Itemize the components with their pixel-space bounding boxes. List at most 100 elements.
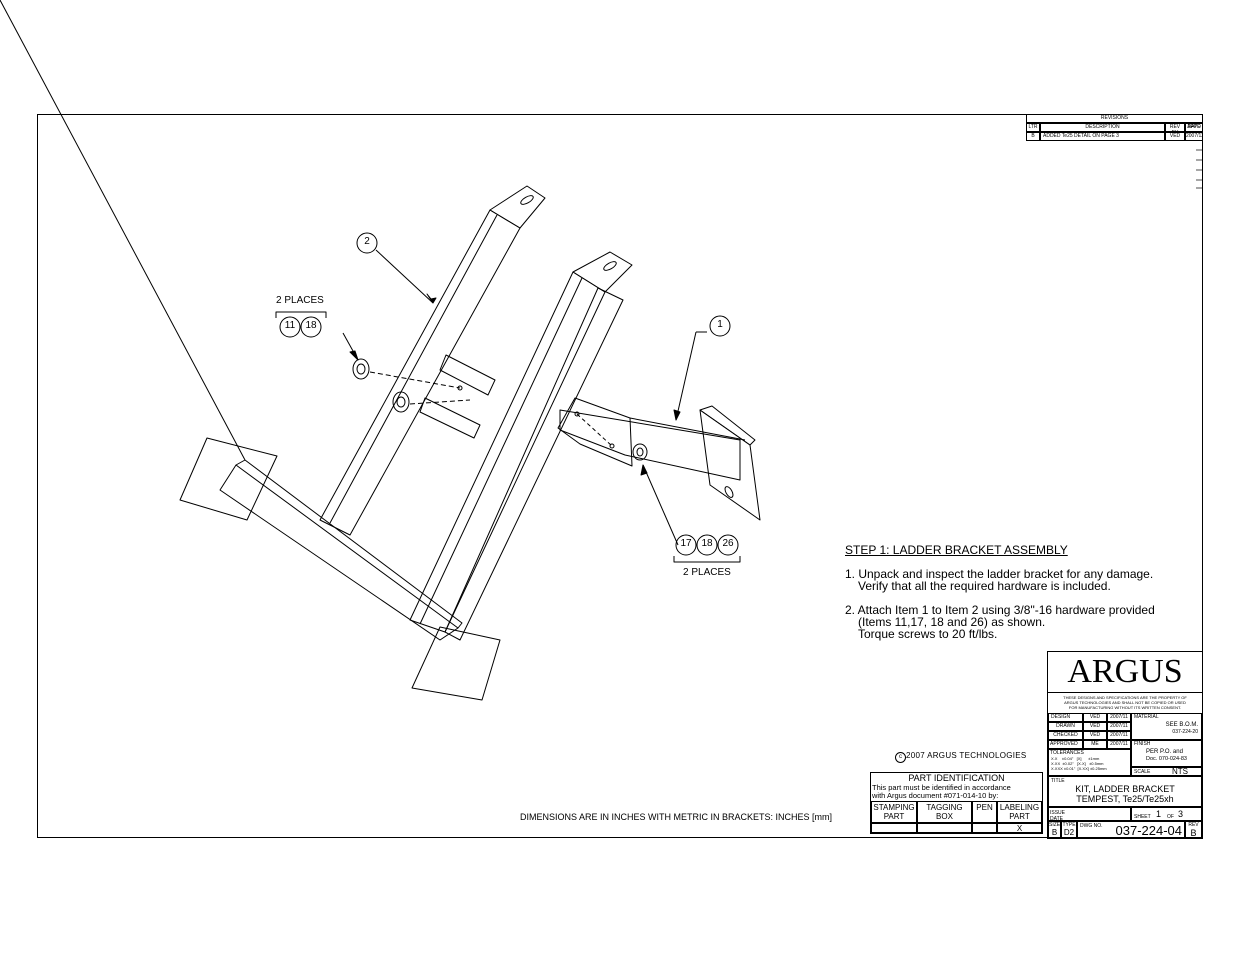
sheet-of-label: OF xyxy=(1167,814,1174,820)
rev-cell: REV B xyxy=(1185,821,1202,838)
notice-line1: THESE DESIGNS AND SPECIFICATIONS ARE THE… xyxy=(1063,695,1187,700)
base-tube xyxy=(219,464,459,641)
sheet-cell: SHEET 1 OF 3 xyxy=(1131,807,1202,821)
balloon-label-item1: 1 xyxy=(717,319,723,330)
type-cell: TYPE D2 xyxy=(1061,821,1077,838)
revisions-block: REVISIONS LTR DESCRIPTION REV BY DATE B … xyxy=(1026,114,1203,142)
drawn-by: VED xyxy=(1083,722,1107,731)
balloon-item2 xyxy=(356,232,378,254)
left-upright-tab xyxy=(489,185,546,229)
part-id-line1: This part must be identified in accordan… xyxy=(872,783,1011,792)
dwg-cell: DWG NO. 037-224-04 xyxy=(1077,821,1185,838)
material-value1: SEE B.O.M. xyxy=(1165,722,1198,728)
revisions-title: REVISIONS xyxy=(1026,114,1203,123)
tolerance-line1: X.X ±0.04" [X] ±1mm xyxy=(1051,756,1100,761)
checked-label: CHECKED xyxy=(1048,731,1083,740)
size-value: B xyxy=(1051,828,1058,837)
places-label-top: 2 PLACES xyxy=(276,295,324,306)
part-id-stamping: STAMPING PART xyxy=(871,801,917,823)
finish-label: FINISH xyxy=(1134,741,1151,747)
type-value: D2 xyxy=(1063,828,1075,837)
rev-header-description: DESCRIPTION xyxy=(1040,123,1165,132)
part-id-pen-mark xyxy=(972,823,997,833)
finish-cell: FINISH PER P.O. and Doc. 070-024-83 xyxy=(1131,740,1202,767)
dimensions-note: DIMENSIONS ARE IN INCHES WITH METRIC IN … xyxy=(520,812,833,822)
scale-label: SCALE xyxy=(1134,769,1151,775)
sheet-number: 1 xyxy=(1156,809,1162,819)
type-label: TYPE xyxy=(1062,822,1076,828)
places-label-bottom: 2 PLACES xyxy=(683,567,731,578)
instruction-step2-line1: 2. Attach Item 1 to Item 2 using 3/8"-16… xyxy=(845,603,1155,617)
left-foot-plate xyxy=(179,437,278,521)
approved-label: APPROVED xyxy=(1048,740,1083,749)
tolerances-label: TOLERANCES xyxy=(1050,750,1084,756)
sheet-label: SHEET xyxy=(1134,814,1151,820)
title-line2: TEMPEST, Te25/Te25xh xyxy=(1076,794,1174,804)
bolt-lower xyxy=(632,443,648,461)
balloon-label-item2: 2 xyxy=(364,236,370,247)
checked-date: 2007/11 xyxy=(1107,731,1131,740)
copyright-icon: c xyxy=(895,752,906,763)
right-upright-tab xyxy=(572,251,633,293)
checked-by: VED xyxy=(1083,731,1107,740)
dwg-label: DWG NO. xyxy=(1080,823,1103,829)
instruction-step1-line2: Verify that all the required hardware is… xyxy=(858,579,1111,593)
size-cell: SIZE B xyxy=(1048,821,1061,838)
rev-header-revby: REV BY xyxy=(1165,123,1185,132)
instruction-step1-line1: 1. Unpack and inspect the ladder bracket… xyxy=(845,567,1154,581)
design-label: DESIGN xyxy=(1048,713,1083,722)
part-id-stamping-mark xyxy=(871,823,917,833)
scale-value: NTS xyxy=(1172,767,1188,776)
tolerance-line3: X.XXX ±0.01" [X.XX] ±0.25mm xyxy=(1051,766,1107,771)
part-id-line2: with Argus document #071-014-10 by: xyxy=(872,791,999,800)
part-id-pen: PEN xyxy=(972,801,997,823)
rev-header-appd: APPD xyxy=(1185,123,1203,132)
balloon-item1 xyxy=(709,315,731,337)
title-cell: TITLE KIT, LADDER BRACKET TEMPEST, Te25/… xyxy=(1048,776,1202,807)
rev-row-revby: VED xyxy=(1165,132,1185,141)
design-by: VED xyxy=(1083,713,1107,722)
balloon-label-17: 17 xyxy=(680,538,692,549)
balloon-label-11: 11 xyxy=(284,320,296,331)
tolerance-line2: X.XX ±0.02" [X.X] ±0.5mm xyxy=(1051,761,1104,766)
finish-value2: Doc. 070-024-83 xyxy=(1146,756,1187,762)
notice-line2: ARGUS TECHNOLOGIES AND SHALL NOT BE COPI… xyxy=(1064,700,1186,705)
argus-logo: ARGUS xyxy=(1067,653,1183,690)
issue-date-label: ISSUE DATE xyxy=(1050,810,1066,821)
rev-value: B xyxy=(1190,828,1197,838)
instructions-heading: STEP 1: LADDER BRACKET ASSEMBLY xyxy=(845,543,1068,557)
part-id-labeling-mark: X xyxy=(997,823,1042,833)
rev-row-ltr: B xyxy=(1026,132,1040,141)
right-foot-plate xyxy=(411,626,501,701)
bolt-top xyxy=(352,358,370,380)
tolerances-cell: TOLERANCES X.X ±0.04" [X] ±1mm X.XX ±0.0… xyxy=(1048,749,1131,776)
drawn-label: DRAWN xyxy=(1048,722,1083,731)
material-cell: MATERIAL SEE B.O.M. 037-224-20 xyxy=(1131,713,1202,740)
balloon-label-18b: 18 xyxy=(701,538,713,549)
item1-end-bracket xyxy=(699,409,761,521)
scale-cell: SCALE NTS xyxy=(1131,767,1202,776)
right-upright xyxy=(409,271,606,633)
size-label: SIZE xyxy=(1049,822,1061,828)
finish-value1: PER P.O. and xyxy=(1146,749,1183,755)
rev-label: REV xyxy=(1188,822,1199,828)
copyright-text: 2007 ARGUS TECHNOLOGIES xyxy=(906,751,1027,760)
balloon-label-26: 26 xyxy=(722,538,734,549)
bolt-mid xyxy=(392,391,410,413)
material-label: MATERIAL xyxy=(1134,714,1159,720)
drawn-date: 2007/11 xyxy=(1107,722,1131,731)
drawing-border xyxy=(37,114,1203,838)
part-id-labeling: LABELING PART xyxy=(997,801,1042,823)
border-ticks xyxy=(1196,149,1203,189)
approved-by: ME xyxy=(1083,740,1107,749)
part-id-title: PART IDENTIFICATION xyxy=(908,773,1005,783)
instruction-step2-line2: (Items 11,17, 18 and 26) as shown. xyxy=(858,615,1046,629)
part-id-tagging: TAGGING BOX xyxy=(917,801,972,823)
title-block: ARGUS THESE DESIGNS AND SPECIFICATIONS A… xyxy=(1047,651,1203,839)
part-id-tagging-mark xyxy=(917,823,972,833)
balloon-label-18: 18 xyxy=(305,320,317,331)
title-line1: KIT, LADDER BRACKET xyxy=(1075,784,1175,794)
issue-date-cell: ISSUE DATE xyxy=(1048,807,1131,821)
title-label: TITLE xyxy=(1051,778,1065,784)
